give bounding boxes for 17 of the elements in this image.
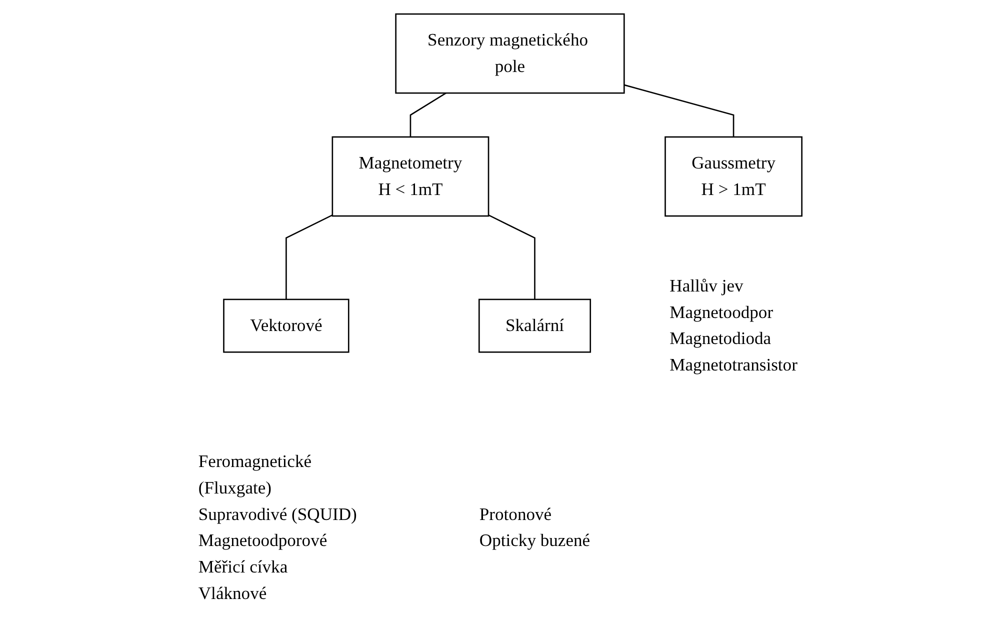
node-label: Měřicí cívka: [198, 557, 288, 576]
item-list: Hallův jev Magnetoodpor Magnetodioda Magnetotransistor: [669, 276, 798, 374]
node-label: Magnetoodporové: [198, 530, 327, 550]
item-list: Protonové Opticky buzené: [478, 504, 590, 550]
category-box: Gaussmetry H > 1mT: [664, 136, 802, 216]
category-box: Magnetometry H < 1mT: [331, 136, 489, 216]
item-list: Feromagnetické (Fluxgate) Supravodivé (SQUID) Magnetoodporové Měřicí cívka Vláknové: [198, 452, 356, 603]
category-box: Vektorové: [222, 298, 349, 352]
category-box: Senzory magnetického pole: [394, 12, 624, 94]
node-label: Vláknové: [198, 583, 266, 603]
node-label: Supravodivé (SQUID): [198, 504, 357, 524]
node-label: Magnetodioda: [669, 328, 771, 348]
node-label: Magnetoodpor: [669, 302, 773, 322]
category-box: Skalární: [478, 298, 591, 352]
node-label: Magnetotransistor: [669, 355, 798, 374]
node-label: Feromagnetické (Fluxgate): [198, 452, 312, 498]
node-label: Hallův jev: [669, 276, 743, 296]
